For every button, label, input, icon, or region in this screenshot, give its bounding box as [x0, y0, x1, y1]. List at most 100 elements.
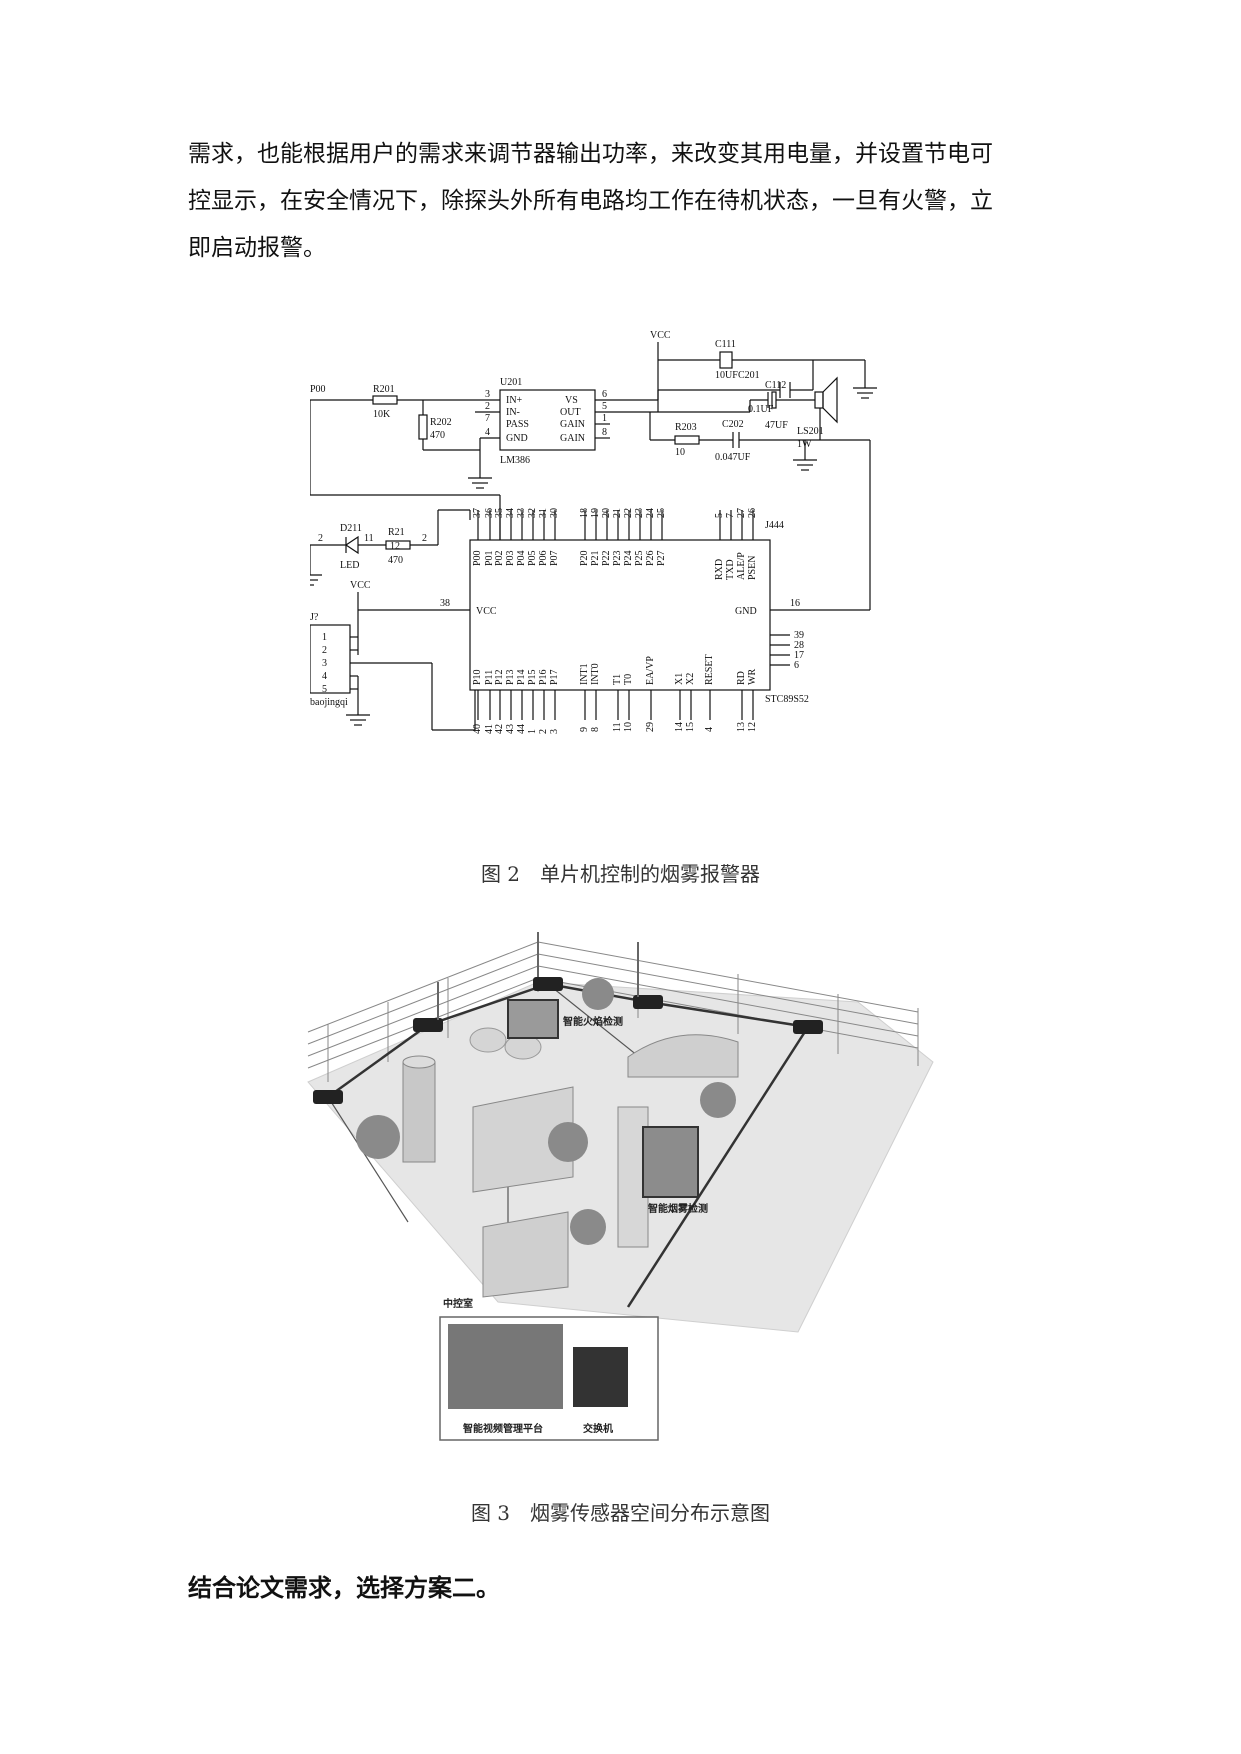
ic-pin-label: GAIN	[560, 433, 585, 444]
pin-number: 11	[612, 722, 623, 732]
pin-name: EA/VP	[645, 656, 656, 685]
pin-number: 12	[747, 722, 758, 732]
pin-name: P20	[579, 550, 590, 566]
ic-pin-number: 5	[602, 401, 607, 412]
d211-label: D211	[340, 523, 362, 534]
j7-pin: 1	[322, 632, 327, 643]
ic-pin-number: 7	[485, 413, 490, 424]
control-room-label: 中控室	[443, 1297, 473, 1310]
pin-name: RXD	[714, 559, 725, 580]
pin-number: 32	[527, 508, 538, 518]
pin-number: 5	[714, 513, 725, 518]
pin-number: 13	[736, 722, 747, 732]
pin-name: P12	[494, 669, 505, 685]
j7-pin: 2	[322, 645, 327, 656]
pin-number: 36	[484, 508, 495, 518]
pin-name: X1	[674, 673, 685, 685]
mcu-vcc-pin: VCC	[476, 606, 497, 617]
smoke-detection-label: 智能烟雾检测	[648, 1202, 708, 1215]
pin-number: 42	[494, 724, 505, 734]
pin-name: P06	[538, 550, 549, 566]
r202-label: R202	[430, 417, 452, 428]
pin-name: P23	[612, 550, 623, 566]
pin-number: 21	[612, 508, 623, 518]
ic-pin-number: 1	[602, 413, 607, 424]
r202-value: 470	[430, 430, 445, 441]
ic-pin-label: OUT	[560, 407, 581, 418]
pin-number: 10	[623, 722, 634, 732]
paragraph-line-2: 控显示，在安全情况下，除探头外所有电路均工作在待机状态，一旦有火警，立	[188, 188, 993, 214]
vcc-label: VCC	[650, 330, 671, 341]
p00-net-label: P00	[310, 384, 326, 395]
pin-38: 38	[440, 598, 450, 609]
pin-name: INT1	[579, 663, 590, 685]
pin-number: 33	[516, 508, 527, 518]
ic-pin-label: VS	[565, 395, 578, 406]
pin-name: P24	[623, 550, 634, 566]
ls201-label: LS201	[797, 426, 824, 437]
c202-value: 0.047UF	[715, 452, 751, 463]
pin-name: P07	[549, 550, 560, 566]
mcu-pin-labels: 37 36 35 34 33 32 31 30 P00 P01 P02 P03 …	[472, 508, 804, 734]
pin-name: P05	[527, 550, 538, 566]
pin-name: P21	[590, 550, 601, 566]
pin-name: ALE/P	[736, 552, 747, 580]
pin-number: 27	[736, 508, 747, 518]
ic-pin-label: GAIN	[560, 419, 585, 430]
vcc-left-label: VCC	[350, 580, 371, 591]
pin-number: 43	[505, 724, 516, 734]
pin-number: 44	[516, 724, 527, 734]
c112-value: 47UF	[765, 420, 788, 431]
r21-pin-2: 2	[422, 533, 427, 544]
j444-label: J444	[765, 520, 784, 531]
ic-pin-label: IN-	[506, 407, 520, 418]
pin-name: P25	[634, 550, 645, 566]
pin-name: P03	[505, 550, 516, 566]
paragraph-line-1: 需求，也能根据用户的需求来调节器输出功率，来改变其用电量，并设置节电可	[188, 141, 993, 167]
ic-pin-number: 2	[485, 401, 490, 412]
pin-name: P15	[527, 669, 538, 685]
pin-name: P22	[601, 550, 612, 566]
mcu-part-label: STC89S52	[765, 694, 809, 705]
smoke-alarm-schematic: VCC C111 10UF C201 0.1UF U201 LM386 P00 …	[310, 330, 877, 734]
pin-name: RD	[736, 671, 747, 685]
r21-label: R21	[388, 527, 405, 538]
pin-name: RESET	[704, 654, 715, 685]
pin-name: P02	[494, 550, 505, 566]
ic-pin-label: GND	[506, 433, 528, 444]
pin-name: P14	[516, 669, 527, 685]
r201-value: 10K	[373, 409, 391, 420]
pin-number: 22	[623, 508, 634, 518]
j7-pin: 4	[322, 671, 327, 682]
pin-name: P26	[645, 550, 656, 566]
pin-name: P13	[505, 669, 516, 685]
paragraph-line-3: 即启动报警。	[188, 235, 326, 261]
pin-name: P04	[516, 550, 527, 566]
switch-label: 交换机	[583, 1422, 613, 1435]
pin-name: P01	[484, 550, 495, 566]
ic-pin-number: 3	[485, 389, 490, 400]
pin-name: P10	[472, 669, 483, 685]
pin-number: 25	[656, 508, 667, 518]
pin-number: 20	[601, 508, 612, 518]
pin-name: T1	[612, 674, 623, 685]
pin-name: INT0	[590, 663, 601, 685]
figure-2-caption: 图 2 单片机控制的烟雾报警器	[480, 862, 761, 886]
pin-name: P27	[656, 550, 667, 566]
ic-pin-number: 6	[602, 389, 607, 400]
pin-number: 34	[505, 508, 516, 518]
pin-number: 26	[747, 508, 758, 518]
pin-number: 1	[527, 729, 538, 734]
lm386-label: LM386	[500, 455, 530, 466]
led-pin-2: 2	[318, 533, 323, 544]
pin-number: 28	[794, 640, 804, 651]
pin-number: 30	[549, 508, 560, 518]
pin-number: 24	[645, 508, 656, 518]
pin-number: 41	[484, 724, 495, 734]
pin-number: 15	[685, 722, 696, 732]
pin-number: 37	[472, 508, 483, 518]
pin-name: PSEN	[747, 556, 758, 580]
figure-3-caption: 图 3 烟雾传感器空间分布示意图	[470, 1501, 771, 1525]
pin-number: 17	[794, 650, 804, 661]
c112-label: C112	[765, 380, 786, 391]
